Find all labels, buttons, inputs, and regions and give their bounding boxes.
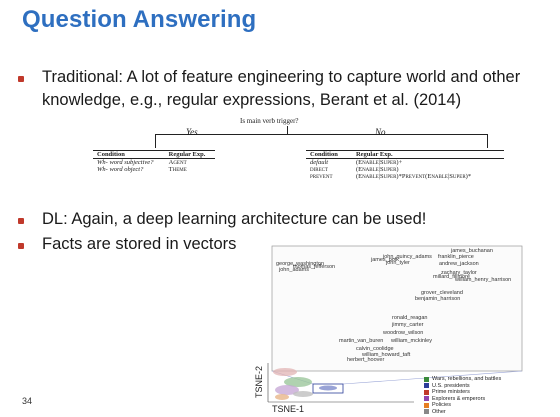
table-header: Condition bbox=[306, 150, 352, 159]
tsne-point-label: william_howard_taft bbox=[362, 352, 411, 358]
table-cell: direct bbox=[310, 166, 329, 173]
tree-question: Is main verb trigger? bbox=[240, 117, 299, 125]
tsne-point-label: john_adams bbox=[279, 267, 309, 273]
tsne-point-label: calvin_coolidge bbox=[356, 346, 394, 352]
table-header: Regular Exp. bbox=[351, 150, 504, 159]
bullet-text: DL: Again, a deep learning architecture … bbox=[42, 210, 427, 228]
tree-yes-label: Yes bbox=[186, 127, 198, 137]
bullet-deep-learning: DL: Again, a deep learning architecture … bbox=[18, 208, 547, 231]
bullet-marker bbox=[18, 218, 24, 224]
legend-item: Other bbox=[424, 409, 501, 416]
table-row: prevent (Enable|Super)*Prevent(Enable|Su… bbox=[306, 173, 504, 180]
tsne-point-label: zachary_taylor bbox=[441, 270, 477, 276]
legend-item: Policies bbox=[424, 402, 501, 409]
legend-item: Explorers & emperors bbox=[424, 396, 501, 403]
table-cell: Agent bbox=[168, 159, 187, 166]
table-cell: (Enable|Super)*Prevent(Enable|Super)* bbox=[355, 173, 472, 180]
tsne-point-label: john_tyler bbox=[386, 260, 410, 266]
tsne-point-label: franklin_pierce bbox=[438, 254, 474, 260]
legend-label: Policies bbox=[432, 402, 451, 408]
tsne-y-axis-label: TSNE-2 bbox=[254, 365, 264, 398]
legend-label: Other bbox=[432, 408, 446, 415]
table-cell: Wh- word subjective? bbox=[97, 159, 154, 166]
tsne-point-label: martin_van_buren bbox=[339, 338, 384, 344]
tree-branch-left-vert bbox=[155, 134, 156, 148]
tree-branch-bar bbox=[155, 134, 487, 135]
legend-label: Prime ministers bbox=[432, 389, 470, 395]
bullet-marker bbox=[18, 243, 24, 249]
tsne-point-label: herbert_hoover bbox=[347, 357, 385, 363]
tsne-point-label: george_washington bbox=[276, 261, 325, 267]
tsne-point-label: thomas_jefferson bbox=[293, 264, 336, 270]
tsne-zoom-box bbox=[271, 245, 523, 372]
table-row: Wh- word object? Theme bbox=[93, 166, 215, 173]
tsne-point-label: william_henry_harrison bbox=[455, 277, 512, 283]
table-cell: (Enable|Super) bbox=[355, 166, 399, 173]
table-header: Condition bbox=[93, 150, 165, 159]
page-number: 34 bbox=[22, 396, 33, 406]
tree-no-label: No bbox=[375, 127, 386, 137]
legend-item: U.S. presidents bbox=[424, 383, 501, 390]
tsne-point-label: jimmy_carter bbox=[392, 322, 424, 328]
legend-swatch bbox=[424, 376, 429, 382]
legend-swatch bbox=[424, 383, 429, 389]
legend-label: Wars, rebellions, and battles bbox=[432, 376, 502, 382]
legend-swatch bbox=[424, 396, 429, 402]
legend-swatch bbox=[424, 389, 429, 395]
bullet-text: Facts are stored in vectors bbox=[42, 235, 237, 253]
legend-label: Explorers & emperors bbox=[432, 395, 486, 402]
tsne-point-label: james_buchanan bbox=[451, 248, 493, 254]
bullet-traditional: Traditional: A lot of feature engineerin… bbox=[18, 66, 547, 112]
tsne-point-label: andrew_jackson bbox=[439, 261, 479, 267]
table-cell: prevent bbox=[310, 173, 333, 180]
table-row: direct (Enable|Super) bbox=[306, 166, 504, 173]
regex-table-left: Condition Regular Exp. Wh- word subjecti… bbox=[93, 150, 215, 173]
tsne-point-label: james_polk bbox=[371, 257, 399, 263]
tsne-point-label: john_quincy_adams bbox=[383, 254, 432, 260]
tsne-legend: Wars, rebellions, and battles U.S. presi… bbox=[424, 376, 501, 415]
legend-item: Prime ministers bbox=[424, 389, 501, 396]
table-row: default (Enable|Super)+ bbox=[306, 159, 504, 166]
tsne-point-label: millard_fillmore bbox=[433, 274, 470, 280]
tsne-point-label: benjamin_harrison bbox=[415, 296, 461, 302]
bullet-facts-vectors: Facts are stored in vectors bbox=[18, 233, 547, 256]
table-cell: (Enable|Super)+ bbox=[355, 159, 403, 166]
tree-branch-right-vert bbox=[487, 134, 488, 148]
legend-label: U.S. presidents bbox=[432, 382, 470, 389]
zoom-connector-right bbox=[342, 370, 523, 385]
regex-table-right: Condition Regular Exp. default (Enable|S… bbox=[306, 150, 504, 180]
table-header: Regular Exp. bbox=[164, 150, 215, 159]
table-cell: Theme bbox=[168, 166, 187, 173]
bullet-text: Traditional: A lot of feature engineerin… bbox=[42, 68, 521, 109]
tsne-point-label: william_mckinley bbox=[391, 338, 432, 344]
tsne-point-label: grover_cleveland bbox=[421, 290, 463, 296]
table-row: Wh- word subjective? Agent bbox=[93, 159, 215, 166]
legend-swatch bbox=[424, 402, 429, 408]
tsne-x-axis-label: TSNE-1 bbox=[272, 404, 305, 414]
scatter-cluster bbox=[273, 368, 344, 400]
tree-stem bbox=[287, 126, 288, 134]
table-cell: default bbox=[310, 159, 329, 166]
bullet-marker bbox=[18, 76, 24, 82]
legend-item: Wars, rebellions, and battles bbox=[424, 376, 501, 383]
tsne-point-label: ronald_reagan bbox=[392, 315, 428, 321]
tsne-point-label: woodrow_wilson bbox=[383, 330, 424, 336]
table-cell: Wh- word object? bbox=[97, 166, 144, 173]
slide-title: Question Answering bbox=[22, 6, 257, 33]
legend-swatch bbox=[424, 409, 429, 415]
